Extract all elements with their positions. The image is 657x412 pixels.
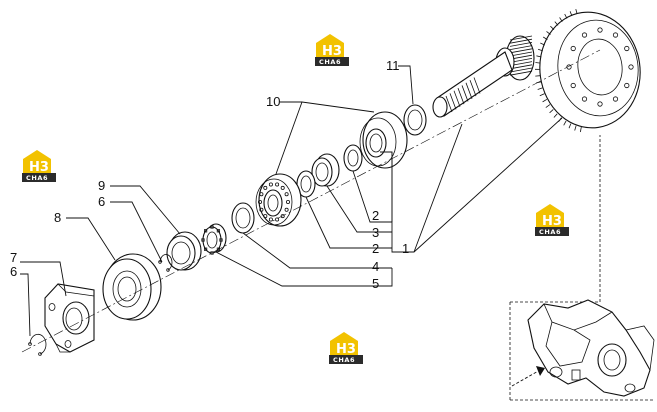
part-11-spacer-ring <box>403 104 427 136</box>
crown-wheel-bolt-holes <box>566 27 634 107</box>
callout-2-upper: 2 <box>372 208 379 223</box>
watermark-left: H3 CHA6 <box>22 150 56 182</box>
part-4-washer <box>231 202 255 234</box>
part-5-nut <box>201 223 227 255</box>
callout-2-lower: 2 <box>372 241 379 256</box>
watermark-bottom: H3 CHA6 <box>329 332 363 364</box>
crown-wheel-teeth <box>534 8 582 133</box>
part-6-circlip-upper <box>158 254 173 272</box>
callout-4: 4 <box>372 259 379 274</box>
callout-labels: 11 10 2 3 2 1 4 5 9 6 8 7 6 <box>10 58 409 291</box>
part-8-dust-cover <box>102 253 162 321</box>
callout-11: 11 <box>386 58 400 73</box>
axle-housing-icon <box>509 135 655 401</box>
callout-1: 1 <box>402 241 409 256</box>
part-6-circlip-lower <box>28 333 47 356</box>
dashed-arrow-icon <box>511 366 545 387</box>
watermark-left-letter: H3 <box>29 160 49 175</box>
watermark-top-text: CHA6 <box>319 58 341 66</box>
watermark-right-text: CHA6 <box>539 228 561 236</box>
watermark-top-letter: H3 <box>322 44 342 59</box>
callout-10: 10 <box>266 94 280 109</box>
watermark-top: H3 CHA6 <box>315 34 349 66</box>
leader-lines <box>20 65 563 337</box>
callout-6-lower: 6 <box>10 264 17 279</box>
crown-wheel <box>534 8 641 133</box>
assembly-axis <box>21 49 601 353</box>
part-10-bearing-small <box>255 173 302 227</box>
watermark-right-letter: H3 <box>542 214 562 229</box>
watermark-right: H3 CHA6 <box>535 204 569 236</box>
callout-9: 9 <box>98 178 105 193</box>
callout-6-upper: 6 <box>98 194 105 209</box>
watermark-bottom-letter: H3 <box>336 342 356 357</box>
part-9-seal <box>166 231 202 271</box>
part-2-shim-upper <box>343 144 363 172</box>
callout-8: 8 <box>54 210 61 225</box>
callout-7: 7 <box>10 250 17 265</box>
pinion-shaft <box>432 35 535 118</box>
callout-5: 5 <box>372 276 379 291</box>
part-7-flange <box>44 283 95 353</box>
part-10-bearing-large <box>359 111 408 169</box>
part-3-spacer <box>311 153 340 187</box>
watermark-bottom-text: CHA6 <box>333 356 355 364</box>
callout-3: 3 <box>372 225 379 240</box>
watermark-left-text: CHA6 <box>26 174 48 182</box>
